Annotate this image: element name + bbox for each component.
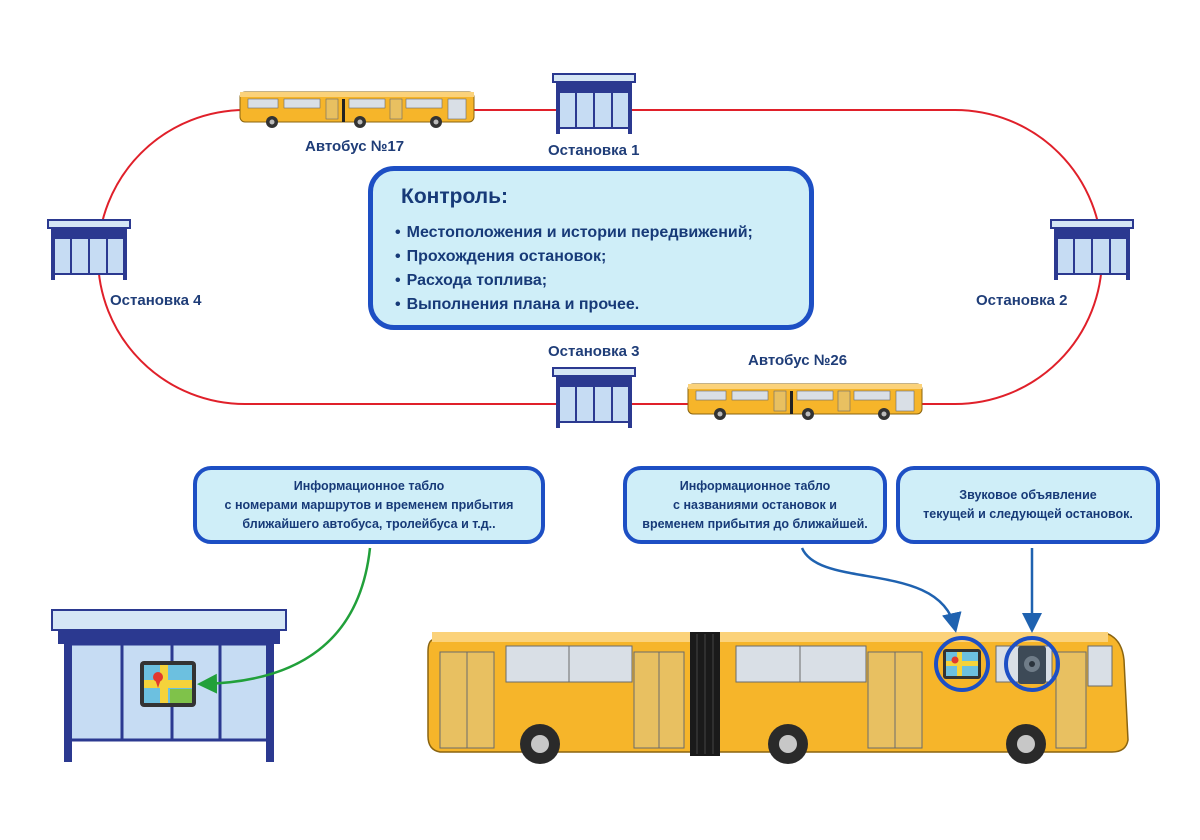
- stop-2-label: Остановка 2: [976, 292, 1068, 309]
- bus-board-info-box: Информационное табло с названиями остано…: [623, 466, 887, 544]
- stop-shelter-3: [552, 367, 636, 429]
- stop-3-label: Остановка 3: [548, 343, 640, 360]
- stop-board-info-box: Информационное табло с номерами маршруто…: [193, 466, 545, 544]
- control-title: Контроль:: [401, 185, 508, 208]
- bus-26-label: Автобус №26: [748, 352, 848, 369]
- bus-26-image: [687, 383, 923, 421]
- audio-info-text: Звуковое объявление текущей и следующей …: [923, 488, 1133, 521]
- map-pin-display-icon: [140, 661, 196, 707]
- bus-17-label: Автобус №17: [305, 138, 405, 155]
- control-box: Контроль: Местоположения и истории перед…: [368, 166, 814, 330]
- control-list: Местоположения и истории передвижений; П…: [395, 221, 787, 317]
- stop-4-label: Остановка 4: [110, 292, 202, 309]
- stop-shelter-4: [47, 219, 131, 281]
- bus-board-info-text: Информационное табло с названиями остано…: [642, 478, 868, 531]
- arrow-to-bus-display: [800, 547, 962, 633]
- stop-1-label: Остановка 1: [548, 142, 640, 159]
- bus-display-highlight: [934, 636, 990, 692]
- control-item: Прохождения остановок;: [395, 245, 787, 269]
- stop-shelter-1: [552, 73, 636, 135]
- large-stop-shelter: [51, 609, 287, 762]
- control-item: Выполнения плана и прочее.: [395, 293, 787, 317]
- bus-17-image: [239, 91, 475, 129]
- route-loop: [97, 109, 1103, 405]
- stop-shelter-2: [1050, 219, 1134, 281]
- speaker-icon: [1004, 636, 1060, 692]
- audio-info-box: Звуковое объявление текущей и следующей …: [896, 466, 1160, 544]
- stop-board-info-text: Информационное табло с номерами маршруто…: [224, 478, 514, 531]
- control-item: Местоположения и истории передвижений;: [395, 221, 787, 245]
- arrow-to-stop-display: [197, 547, 372, 694]
- control-item: Расхода топлива;: [395, 269, 787, 293]
